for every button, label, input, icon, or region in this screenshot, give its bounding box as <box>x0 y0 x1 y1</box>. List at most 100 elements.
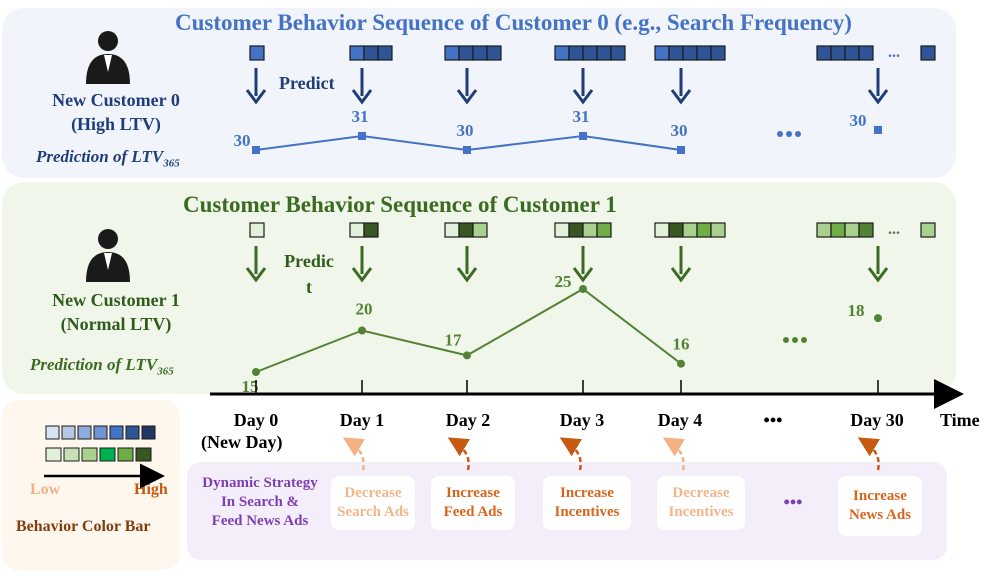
legend-green-swatch-1 <box>63 447 80 462</box>
customer1-behavior-box-day3-1 <box>568 222 584 238</box>
customer1-behavior-box-day30-3 <box>858 222 874 238</box>
customer0-behavior-box-day3-2 <box>582 45 598 61</box>
customer0-behavior-box-day30-3 <box>858 45 874 61</box>
customer0-behavior-box-day4-0 <box>654 45 670 61</box>
customer1-ltv-line <box>255 287 682 373</box>
customer0-behavior-box-day3-4 <box>610 45 626 61</box>
customer1-behavior-box-day4-4 <box>710 222 726 238</box>
customer1-behavior-box-day3-2 <box>582 222 598 238</box>
person-head <box>98 229 118 249</box>
customer1-behavior-box-day1-0 <box>349 222 365 238</box>
customer0-ltv-point-3 <box>579 132 587 140</box>
customer1-panel <box>2 182 956 394</box>
customer1-behavior-box-day30-2 <box>844 222 860 238</box>
customer0-ltv-class: (High LTV) <box>71 114 161 134</box>
customer0-behavior-box-day1-1 <box>363 45 379 61</box>
ellipsis-dot <box>783 337 789 343</box>
strategy-title: Dynamic Strategy In Search & Feed News A… <box>202 475 318 529</box>
day-label-4: Day 4 <box>657 410 703 430</box>
customer1-predict-arrow-2-head <box>456 267 478 283</box>
customer0-ltv-point-day30 <box>874 126 882 134</box>
customer1-ltv-point-0 <box>252 368 260 376</box>
customer0-ltv-point-2 <box>463 146 471 154</box>
customer0-name: New Customer 0 <box>52 90 180 110</box>
customer1-behavior-box-day3-3 <box>596 222 612 238</box>
customer0-title: Customer Behavior Sequence of Customer 0… <box>175 10 852 35</box>
customer1-ellipsis <box>783 337 807 343</box>
customer0-behavior-box-day4-1 <box>668 45 684 61</box>
legend-blue-swatch-0 <box>45 425 60 440</box>
legend-title: Behavior Color Bar <box>16 518 151 535</box>
customer1-sequence-ellipsis: ... <box>888 221 900 238</box>
person-collar <box>104 55 112 72</box>
legend-blue-swatch-3 <box>93 425 108 440</box>
customer1-ltv-point-3 <box>579 285 587 293</box>
person-collar <box>104 253 112 270</box>
ellipsis-dot <box>801 337 807 343</box>
customer1-predict-arrow-5-head <box>867 267 889 283</box>
customer0-behavior-box-day0-0 <box>249 45 265 61</box>
customer1-label: New Customer 1 (Normal LTV) <box>16 288 216 336</box>
ellipsis-dot <box>786 131 792 137</box>
strategy-ellipsis: ••• <box>783 492 803 512</box>
customer1-predict-arrow-4-head <box>670 267 692 283</box>
customer1-behavior-box-day4-2 <box>682 222 698 238</box>
legend-low-label: Low <box>30 481 61 498</box>
customer1-ltv-value-2: 17 <box>445 330 463 349</box>
customer0-label: New Customer 0 (High LTV) <box>16 88 216 136</box>
customer1-behavior-box-day2-2 <box>472 222 488 238</box>
customer0-behavior-box-day1-2 <box>377 45 393 61</box>
customer0-predict-arrow-0-head <box>245 89 267 105</box>
strategy-arrow-4 <box>857 437 881 471</box>
day-label-0: Day 0 <box>233 410 279 430</box>
legend-blue-swatch-1 <box>61 425 76 440</box>
customer1-predict-arrow-3-head <box>572 267 594 283</box>
day-label-2: Day 2 <box>445 410 491 430</box>
legend-blue-swatch-5 <box>125 425 140 440</box>
customer0-behavior-box-day4-4 <box>710 45 726 61</box>
customer0-prediction-label: Prediction of LTV365 <box>36 147 180 170</box>
customer1-behavior-box-next <box>920 222 936 238</box>
customer0-behavior-box-next <box>920 45 936 61</box>
legend-green-swatch-5 <box>135 447 152 462</box>
customer0-behavior-box-day3-1 <box>568 45 584 61</box>
customer1-prediction-label: Prediction of LTV365 <box>30 355 174 378</box>
customer1-behavior-box-day30-0 <box>816 222 832 238</box>
customer0-sequence-ellipsis: ... <box>888 44 900 61</box>
customer1-ltv-value-day30: 18 <box>848 301 865 320</box>
legend-green-swatch-3 <box>99 447 116 462</box>
customer1-predict-arrow-0-head <box>245 267 267 283</box>
customer0-behavior-box-day3-0 <box>554 45 570 61</box>
customer1-behavior-box-day4-3 <box>696 222 712 238</box>
customer0-ltv-value-1: 31 <box>352 107 369 126</box>
customer1-ltv-value-0: 15 <box>242 377 259 396</box>
day-label-3: Day 3 <box>559 410 605 430</box>
customer0-predict-arrow-5-head <box>867 89 889 105</box>
customer1-ltv-value-1: 20 <box>356 300 373 319</box>
ellipsis-dot <box>792 337 798 343</box>
customer1-ltv-point-day30 <box>874 314 882 323</box>
customer0-ltv-value-0: 30 <box>234 131 251 150</box>
customer1-name: New Customer 1 <box>52 290 180 310</box>
person-icon-0 <box>86 31 130 84</box>
legend-green-swatch-0 <box>45 447 62 462</box>
customer0-behavior-box-day30-1 <box>830 45 846 61</box>
ellipsis-dot <box>777 131 783 137</box>
strategy-arrow-2 <box>559 437 583 471</box>
customer1-ltv-point-4 <box>677 359 685 368</box>
day-label-1: Day 1 <box>339 410 385 430</box>
customer0-behavior-box-day30-2 <box>844 45 860 61</box>
strategy-arrow-1 <box>447 437 471 471</box>
customer0-predict-arrow-1-head <box>351 89 373 105</box>
customer0-behavior-box-day2-3 <box>486 45 502 61</box>
time-axis-label: Time <box>940 410 980 430</box>
customer1-title: Customer Behavior Sequence of Customer 1 <box>183 192 617 217</box>
customer1-behavior-box-day2-0 <box>444 222 460 238</box>
